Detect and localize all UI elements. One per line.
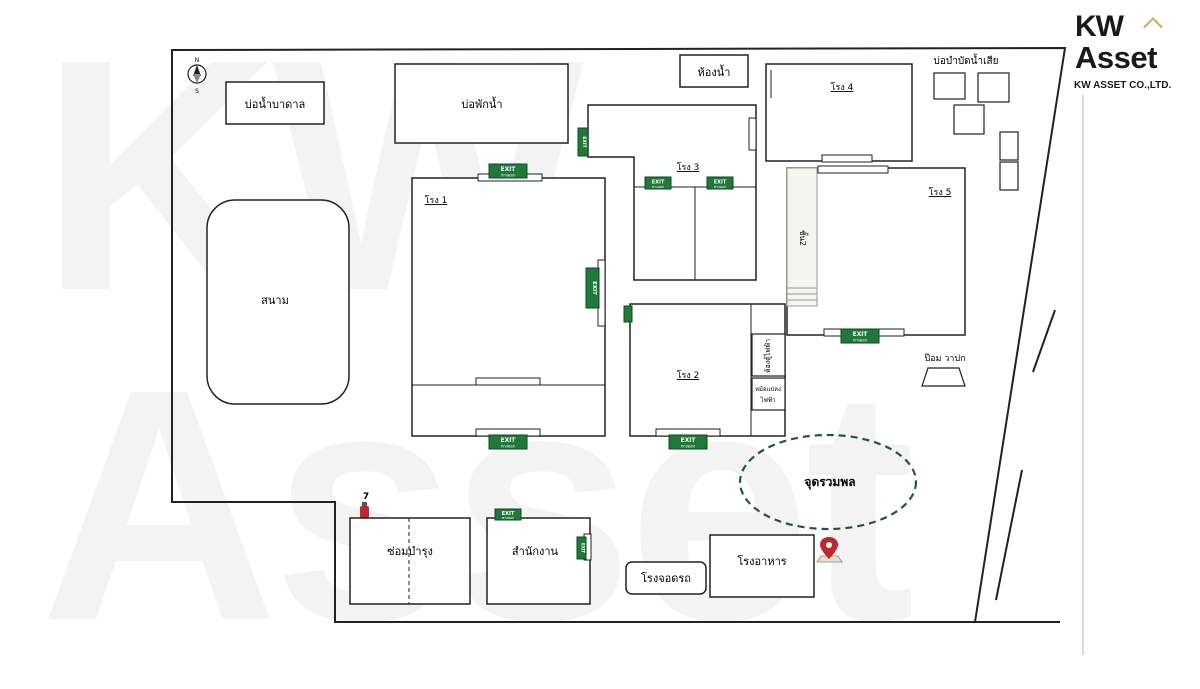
well-pond-label: บ่อน้ำบาดาล [245,96,306,111]
wastewater-pond-4 [999,131,1019,161]
exit-sign-factory3-left: EXIT ทางออก [644,176,672,190]
factory2-label: โรง 2 [677,370,700,381]
office-box [486,517,591,605]
exit-sign-text: EXIT [652,180,665,186]
wastewater-pond-5 [999,161,1019,191]
water-pump-icon [921,367,966,387]
site-map: N S บ่อน้ำบาดาล บ่อพักน้ำ ห้องน้ำ สนาม โ… [171,46,1067,623]
exit-sign-subtext: ทางออก [714,185,726,189]
exit-sign-factory5-bottom: EXIT ทางออก [840,328,880,344]
canteen-label: โรงอาหาร [737,554,786,568]
road-line-bottom [995,469,1023,601]
factory4-door-bottom [821,154,873,163]
fire-extinguisher-number: 7 [363,492,369,502]
field-box [206,199,350,405]
exit-sign-text: EXIT [852,331,868,338]
exit-sign-office-right: EXIT [576,536,587,560]
canteen-box [709,534,815,598]
assembly-point-label: จุดรวมพล [804,475,855,490]
factory5-label: โรง 5 [929,187,952,198]
logo-kw-text: KW [1075,10,1124,43]
exit-sign-subtext: ทางออก [652,185,664,189]
exit-sign-text: EXIT [500,437,516,444]
logo-company-name: KW ASSET CO.,LTD. [1074,80,1172,91]
exit-sign-factory3-right: EXIT ทางออก [706,176,734,190]
exit-sign-factory1-right: EXIT [585,267,600,309]
floor2-label: ชั้น2 [798,230,809,246]
factory5-floor2-stair [786,167,818,307]
maintenance-box [349,517,471,605]
exit-sign-factory1-bottom: EXIT ทางออก [488,434,528,450]
water-pump-label: ป๊อม วาปก [924,353,965,364]
exit-sign-factory2-left [623,305,633,323]
well-pond-box [225,81,325,125]
compass-south: S [195,88,199,95]
site-boundary [171,46,1067,623]
transformer-label-2: ไฟฟ้า [760,396,776,404]
factory3-label: โรง 3 [677,162,700,173]
factory5-door-top [817,165,889,174]
compass-icon: N S [187,57,207,95]
exit-sign-text: EXIT [502,511,515,517]
factory3-outline [587,104,757,281]
exit-sign-text: EXIT [581,136,587,148]
electric-room-label: ห้องตู้ไฟฟ้า [763,339,772,373]
exit-sign-subtext: ทางออก [853,338,868,343]
exit-sign-text: EXIT [500,166,516,173]
exit-sign-factory3-left-wall: EXIT [577,127,589,157]
exit-sign-subtext: ทางออก [501,173,516,178]
exit-sign-subtext: ทางออก [681,444,696,449]
wastewater-pond-1 [933,72,966,100]
electric-room-box [751,333,786,377]
company-logo: KW Asset KW ASSET CO.,LTD. [1070,10,1195,95]
exit-sign-text: EXIT [680,437,696,444]
parking-box [625,561,707,595]
exit-sign-subtext: ทางออก [501,444,516,449]
restroom-box [679,54,749,88]
exit-sign-text: EXIT [581,543,586,553]
exit-sign-subtext: ทางออก [502,516,514,520]
transformer-box [751,377,786,411]
factory4-box [765,63,913,162]
fire-extinguisher-icon [360,502,369,518]
location-pin-icon [816,537,843,563]
factory1-door-inner [475,377,541,386]
transformer-label-1: หม้อแปลง [755,386,781,393]
parking-label: โรงจอดรถ [641,571,691,585]
factory4-label: โรง 4 [831,82,854,93]
maintenance-label: ซ่อมบำรุง [387,545,433,558]
factory1-box [411,177,606,437]
rest-pond-box [394,63,569,144]
rest-pond-label: บ่อพักน้ำ [461,96,502,111]
exit-sign-factory2-bottom: EXIT ทางออก [668,434,708,450]
exit-sign-text: EXIT [714,180,727,186]
office-label: สำนักงาน [512,545,559,558]
logo-roof-icon [1143,17,1163,37]
factory3-door-right [748,117,757,151]
exit-sign-text: EXIT [591,281,597,295]
wastewater-pond-2 [977,72,1010,103]
right-divider [1082,95,1084,655]
road-line-top [1032,309,1056,373]
exit-sign-office-top: EXIT ทางออก [494,508,522,521]
compass-north: N [195,57,200,64]
wastewater-label: บ่อบำบัดน้ำเสีย [934,53,999,67]
logo-asset-text: Asset [1075,40,1157,75]
wastewater-pond-3 [953,104,985,135]
exit-sign-factory1-top: EXIT ทางออก [488,163,528,179]
factory1-label: โรง 1 [425,195,448,206]
field-label: สนาม [261,294,289,307]
restroom-label: ห้องน้ำ [698,64,731,79]
assembly-point-area [738,433,918,531]
